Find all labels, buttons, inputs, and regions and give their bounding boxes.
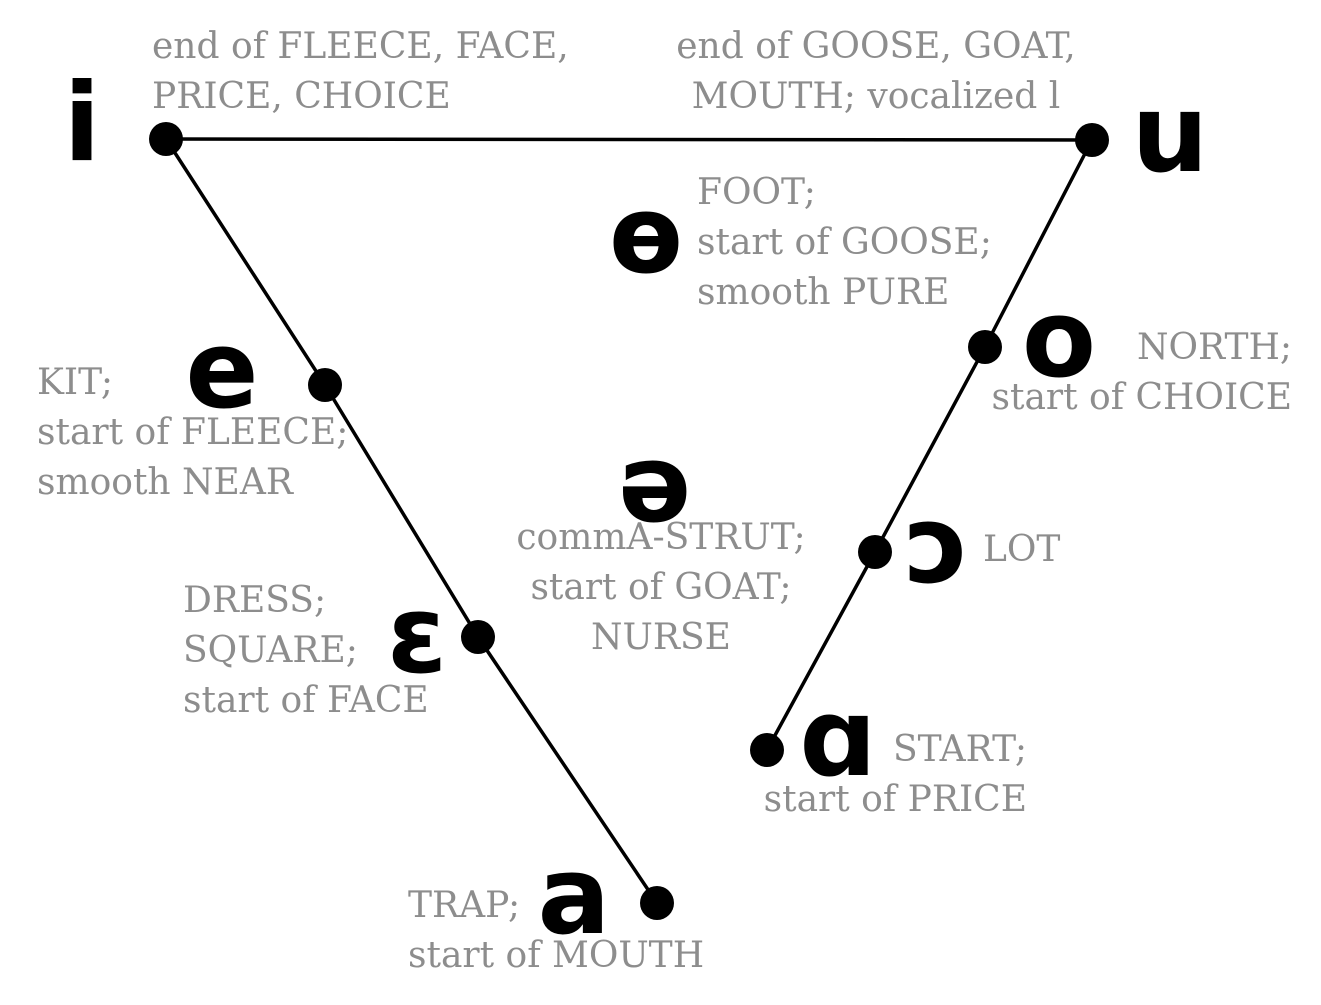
back-edge-line	[765, 139, 1094, 751]
label-line: end of GOOSE, GOAT,	[676, 26, 1076, 67]
vowel-symbol-schwa: ə	[618, 422, 692, 547]
label-line: TRAP;	[408, 885, 521, 926]
vowel-symbol-open-o: ɔ	[904, 483, 970, 608]
dot-u	[1075, 123, 1109, 157]
dot-o	[968, 330, 1002, 364]
vowel-symbol-o: o	[1021, 277, 1097, 402]
label-open-o: LOT	[983, 525, 1060, 575]
label-line: NORTH;	[1136, 327, 1292, 368]
label-u: end of GOOSE, GOAT, MOUTH; vocalized l	[676, 22, 1076, 122]
label-line: start of GOAT;	[530, 567, 792, 608]
vowel-symbol-i: i	[63, 61, 101, 186]
dot-i	[149, 122, 183, 156]
label-i: end of FLEECE, FACE, PRICE, CHOICE	[152, 22, 569, 122]
front-edge-line	[164, 138, 659, 904]
label-e: KIT; start of FLEECE; smooth NEAR	[37, 358, 348, 508]
dot-a	[640, 886, 674, 920]
dot-open-o	[858, 535, 892, 569]
label-line: KIT;	[37, 362, 113, 403]
label-line: start of MOUTH	[408, 935, 705, 976]
label-line: commA-STRUT;	[516, 517, 806, 558]
vowel-symbol-script-a: ɑ	[799, 676, 877, 801]
label-line: end of FLEECE, FACE,	[152, 26, 569, 67]
label-line: PRICE, CHOICE	[152, 76, 451, 117]
label-line: start of FLEECE;	[37, 412, 349, 453]
label-line: LOT	[983, 529, 1061, 570]
label-schwa: commA-STRUT; start of GOAT; NURSE	[516, 513, 805, 663]
label-line: smooth PURE	[697, 272, 950, 313]
label-script-a: START; start of PRICE	[764, 725, 1027, 825]
dot-script-a	[750, 733, 784, 767]
vowel-symbol-u: u	[1131, 72, 1209, 197]
vowel-symbol-a: a	[537, 834, 611, 959]
label-line: START;	[892, 729, 1027, 770]
label-epsilon: DRESS; SQUARE; start of FACE	[183, 576, 429, 726]
label-line: start of FACE	[183, 680, 429, 721]
label-line: MOUTH; vocalized l	[691, 76, 1061, 117]
label-line: start of GOOSE;	[697, 222, 992, 263]
label-line: DRESS;	[183, 580, 327, 621]
label-line: SQUARE;	[183, 630, 358, 671]
label-a: TRAP; start of MOUTH	[408, 881, 704, 981]
dot-epsilon	[461, 620, 495, 654]
label-line: start of CHOICE	[991, 377, 1292, 418]
label-o: NORTH; start of CHOICE	[992, 323, 1292, 423]
vowel-symbol-epsilon: ɛ	[386, 573, 448, 698]
label-line: NURSE	[591, 617, 731, 658]
top-edge-line	[165, 137, 1093, 142]
label-barred-o: FOOT; start of GOOSE; smooth PURE	[697, 168, 992, 318]
dot-e	[308, 368, 342, 402]
label-line: smooth NEAR	[37, 462, 293, 503]
vowel-symbol-e: e	[185, 308, 259, 433]
vowel-symbol-barred-o: ɵ	[608, 173, 684, 298]
label-line: start of PRICE	[763, 779, 1027, 820]
label-line: FOOT;	[697, 172, 816, 213]
